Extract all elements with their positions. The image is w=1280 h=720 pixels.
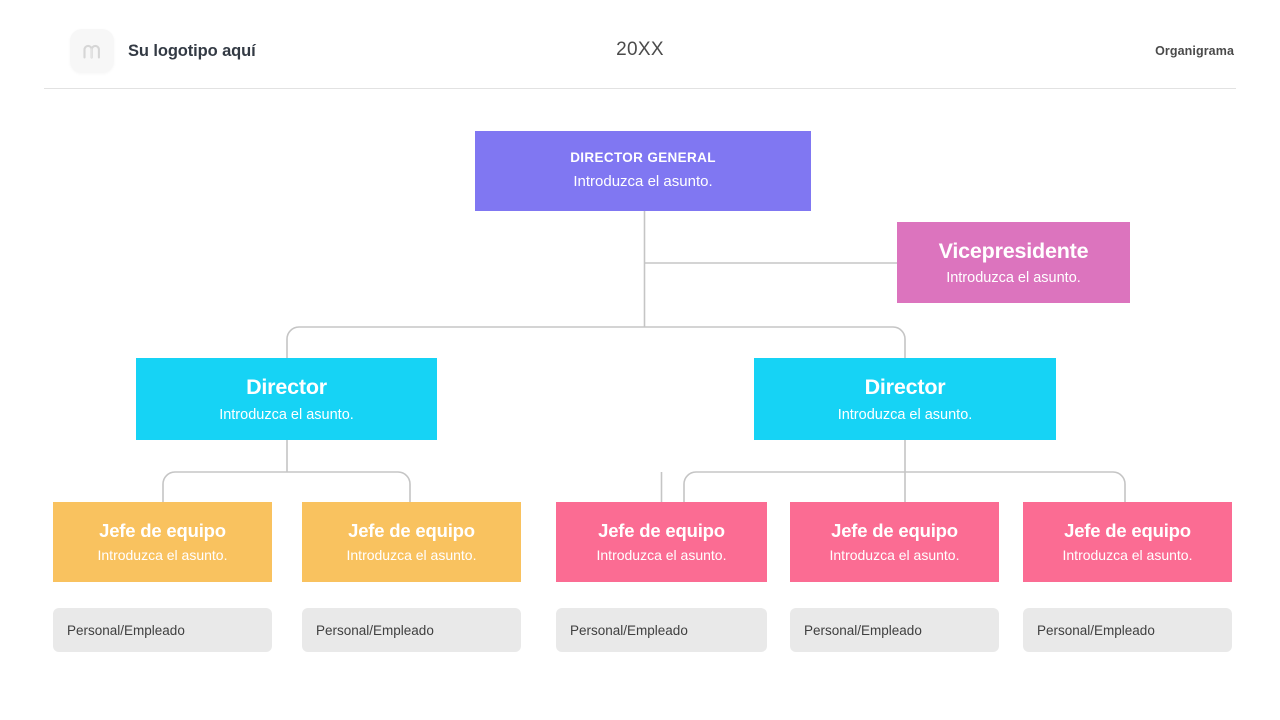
node-subtitle: Introduzca el asunto. [946, 270, 1081, 287]
node-title: Director [246, 375, 327, 399]
node-title: Jefe de equipo [99, 520, 226, 542]
node-title: DIRECTOR GENERAL [570, 150, 716, 166]
node-director-1[interactable]: Director Introduzca el asunto. [136, 358, 437, 440]
node-title: Jefe de equipo [348, 520, 475, 542]
node-jefe-equipo-2[interactable]: Jefe de equipo Introduzca el asunto. [302, 502, 521, 582]
node-jefe-equipo-1[interactable]: Jefe de equipo Introduzca el asunto. [53, 502, 272, 582]
node-jefe-equipo-3[interactable]: Jefe de equipo Introduzca el asunto. [556, 502, 767, 582]
node-personal-empleado-4[interactable]: Personal/Empleado [790, 608, 999, 652]
node-subtitle: Introduzca el asunto. [573, 173, 713, 191]
slide-year: 20XX [616, 39, 664, 60]
node-title: Jefe de equipo [1064, 520, 1191, 542]
node-jefe-equipo-4[interactable]: Jefe de equipo Introduzca el asunto. [790, 502, 999, 582]
node-director-general[interactable]: DIRECTOR GENERAL Introduzca el asunto. [475, 131, 811, 211]
node-personal-empleado-1[interactable]: Personal/Empleado [53, 608, 272, 652]
node-title: Director [864, 375, 946, 399]
node-title: Vicepresidente [938, 238, 1089, 263]
node-vicepresidente[interactable]: Vicepresidente Introduzca el asunto. [897, 222, 1130, 303]
node-subtitle: Introduzca el asunto. [97, 547, 228, 564]
node-personal-empleado-3[interactable]: Personal/Empleado [556, 608, 767, 652]
node-title: Jefe de equipo [598, 520, 725, 542]
slide-header: Su logotipo aquí 20XX Organigrama [0, 0, 1280, 89]
node-director-2[interactable]: Director Introduzca el asunto. [754, 358, 1056, 440]
node-subtitle: Introduzca el asunto. [596, 547, 727, 564]
node-subtitle: Introduzca el asunto. [829, 547, 960, 564]
connector-directors-bracket [286, 326, 906, 358]
connector-leads-right-bracket [683, 471, 1126, 502]
connector-leads-left-bracket [162, 471, 411, 502]
node-personal-empleado-2[interactable]: Personal/Empleado [302, 608, 521, 652]
node-jefe-equipo-5[interactable]: Jefe de equipo Introduzca el asunto. [1023, 502, 1232, 582]
monogram-logo-icon [70, 29, 114, 73]
header-divider [44, 88, 1236, 89]
node-subtitle: Introduzca el asunto. [1062, 547, 1193, 564]
brand-name: Su logotipo aquí [128, 41, 256, 60]
node-personal-empleado-5[interactable]: Personal/Empleado [1023, 608, 1232, 652]
node-title: Jefe de equipo [831, 520, 958, 542]
node-subtitle: Introduzca el asunto. [837, 406, 973, 423]
slide-deck-label: Organigrama [1155, 44, 1234, 58]
node-subtitle: Introduzca el asunto. [219, 406, 354, 423]
node-subtitle: Introduzca el asunto. [346, 547, 477, 564]
brand-block[interactable]: Su logotipo aquí [70, 29, 256, 73]
